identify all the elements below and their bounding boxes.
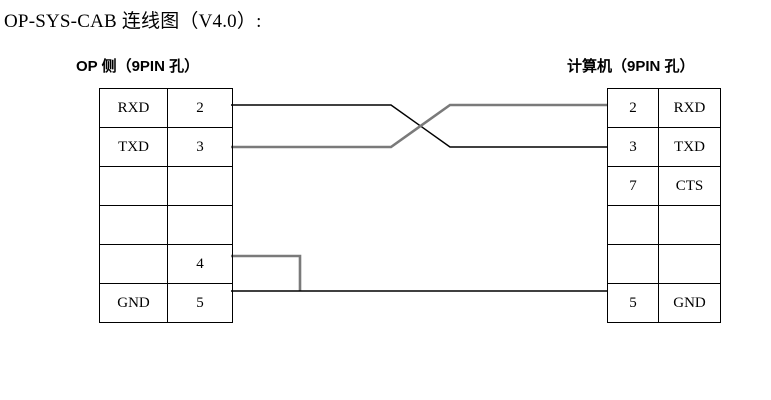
right-connector-table: 2 RXD 3 TXD 7 CTS 5 GND (607, 88, 721, 323)
table-row (607, 205, 721, 245)
table-row (99, 205, 233, 245)
right-signal-cell: TXD (658, 127, 721, 167)
right-signal-cell: GND (658, 283, 721, 323)
left-signal-cell: GND (99, 283, 168, 323)
table-row: 2 RXD (607, 88, 721, 128)
right-connector-heading: 计算机（9PIN 孔） (567, 58, 695, 75)
right-pin-cell: 7 (607, 166, 659, 206)
table-row: RXD 2 (99, 88, 233, 128)
table-row: 7 CTS (607, 166, 721, 206)
table-row: TXD 3 (99, 127, 233, 167)
left-signal-cell: TXD (99, 127, 168, 167)
table-row: 5 GND (607, 283, 721, 323)
right-pin-cell (607, 205, 659, 245)
page-title: OP-SYS-CAB 连线图（V4.0）: (4, 11, 262, 32)
left-pin-cell: 2 (167, 88, 233, 128)
right-pin-cell: 2 (607, 88, 659, 128)
left-pin-cell: 5 (167, 283, 233, 323)
left-connector-heading: OP 侧（9PIN 孔） (76, 58, 200, 75)
right-signal-cell: CTS (658, 166, 721, 206)
left-pin-cell (167, 166, 233, 206)
table-row: 3 TXD (607, 127, 721, 167)
right-signal-cell (658, 244, 721, 284)
right-pin-cell: 3 (607, 127, 659, 167)
table-row: 4 (99, 244, 233, 284)
left-signal-cell (99, 166, 168, 206)
table-row (607, 244, 721, 284)
table-row (99, 166, 233, 206)
right-signal-cell (658, 205, 721, 245)
left-signal-cell (99, 244, 168, 284)
left-signal-cell: RXD (99, 88, 168, 128)
right-pin-cell (607, 244, 659, 284)
left-pin-cell (167, 205, 233, 245)
left-connector-table: RXD 2 TXD 3 4 GND 5 (99, 88, 233, 323)
right-pin-cell: 5 (607, 283, 659, 323)
left-pin-cell: 4 (167, 244, 233, 284)
left-pin-cell: 3 (167, 127, 233, 167)
right-signal-cell: RXD (658, 88, 721, 128)
table-row: GND 5 (99, 283, 233, 323)
left-signal-cell (99, 205, 168, 245)
